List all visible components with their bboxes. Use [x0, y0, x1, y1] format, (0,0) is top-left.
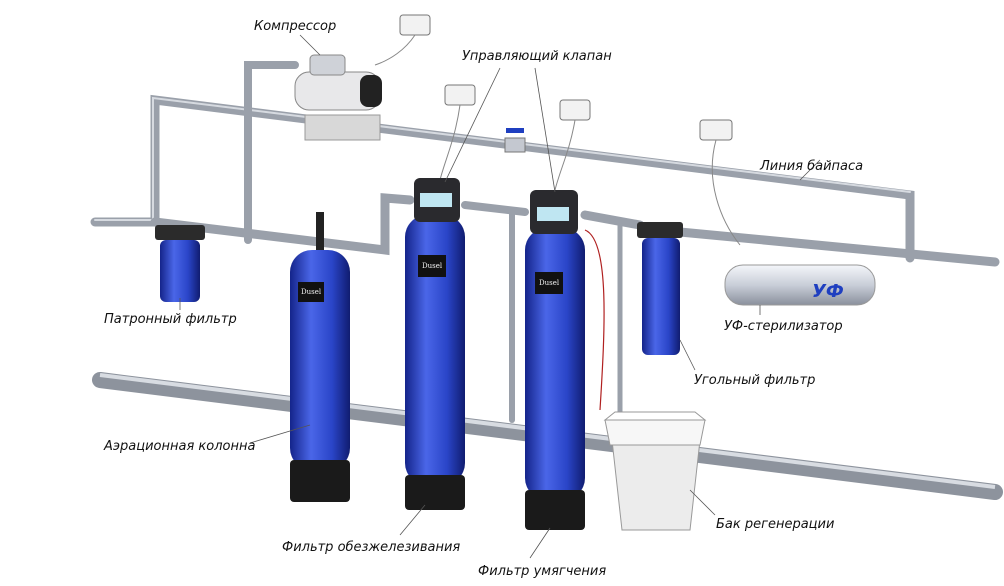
tank-brand-label: Dusel [422, 262, 443, 270]
label-uv-sterilizer: УФ-стерилизатор [724, 319, 843, 334]
softening-filter: Dusel [525, 190, 585, 530]
power-sockets [399, 14, 733, 141]
regeneration-tank [603, 411, 707, 531]
label-control-valve: Управляющий клапан [462, 49, 612, 64]
main-pipe [150, 193, 1000, 423]
label-aeration-column: Аэрационная колонна [103, 439, 255, 454]
compressor [294, 54, 382, 141]
label-softening-filter: Фильтр умягчения [478, 564, 606, 579]
bypass-pipe [90, 61, 915, 263]
label-cartridge-filter: Патронный фильтр [104, 312, 237, 327]
power-wires [374, 34, 741, 411]
uv-sterilizer: УФ [724, 264, 876, 306]
carbon-filter [637, 222, 683, 355]
uv-mark: УФ [812, 281, 844, 302]
tank-brand-label: Dusel [539, 279, 560, 287]
tank-brand-label: Dusel [301, 288, 322, 296]
iron-removal-filter: Dusel [405, 178, 465, 510]
bypass-valve [504, 128, 526, 153]
aeration-column: Dusel [290, 212, 350, 502]
leader-lines [179, 34, 821, 559]
label-regeneration-tank: Бак регенерации [716, 517, 834, 532]
label-iron-removal-filter: Фильтр обезжелезивания [282, 540, 460, 555]
cartridge-filter [155, 225, 205, 302]
label-carbon-filter: Угольный фильтр [694, 373, 815, 388]
label-bypass-line: Линия байпаса [759, 159, 863, 174]
label-compressor: Компрессор [254, 19, 336, 34]
